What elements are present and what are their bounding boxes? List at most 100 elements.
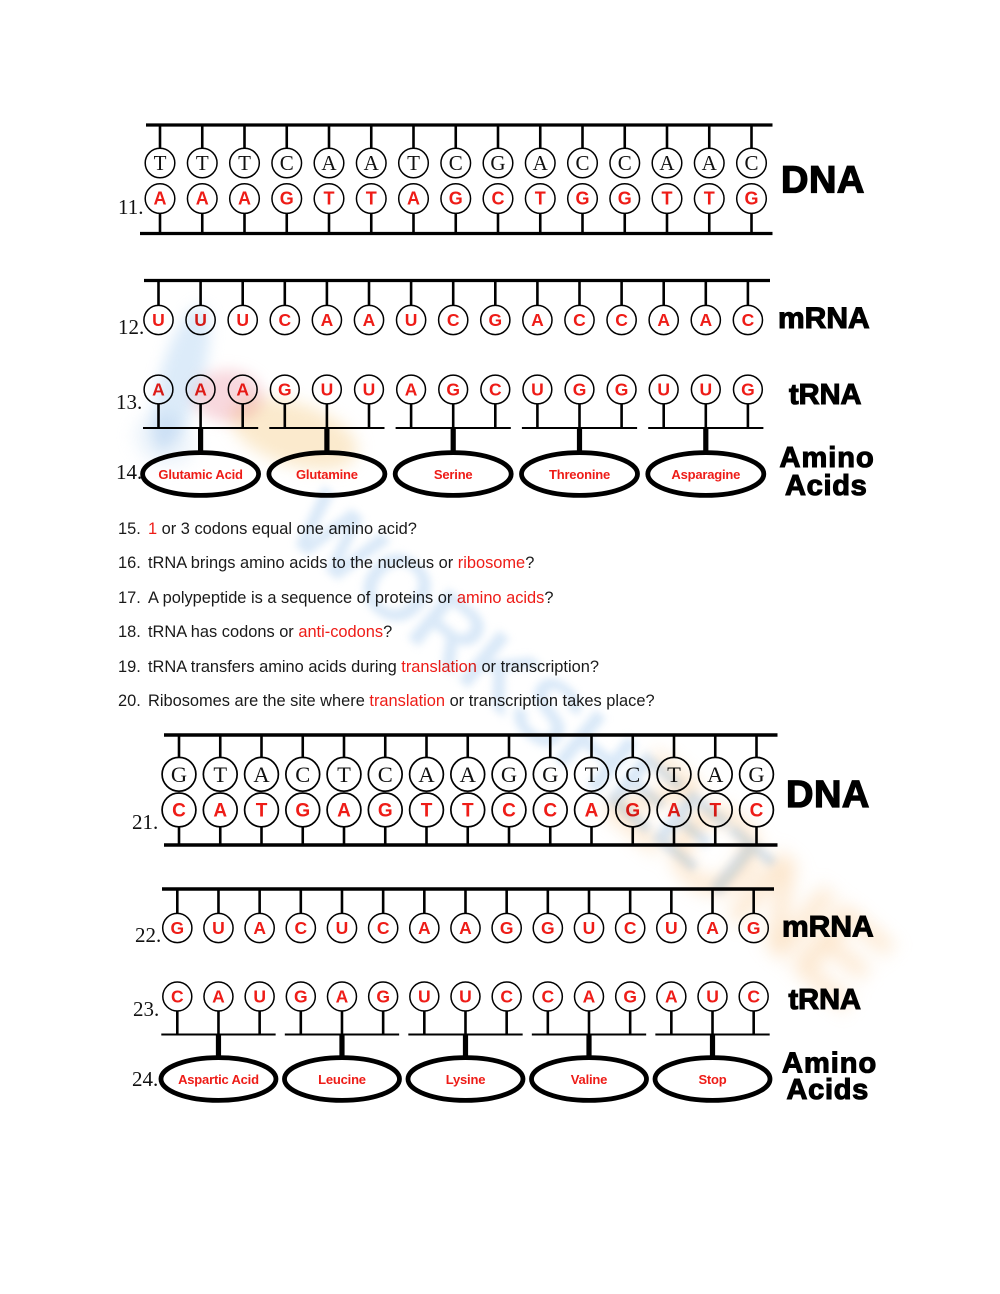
svg-text:A: A	[583, 987, 596, 1007]
svg-text:G: G	[741, 380, 755, 400]
svg-text:C: C	[625, 762, 640, 787]
svg-text:A: A	[585, 800, 599, 821]
svg-text:Threonine: Threonine	[549, 467, 610, 482]
svg-text:G: G	[541, 918, 555, 938]
svg-text:DNA: DNA	[786, 774, 870, 816]
svg-text:A: A	[407, 189, 420, 209]
svg-text:A: A	[321, 310, 334, 330]
svg-text:C: C	[575, 151, 589, 175]
svg-text:A: A	[533, 151, 549, 175]
svg-text:A: A	[699, 310, 712, 330]
svg-text:C: C	[500, 987, 513, 1007]
svg-text:11.: 11.	[118, 195, 143, 219]
svg-text:DNA: DNA	[781, 160, 865, 202]
svg-text:A: A	[659, 151, 675, 175]
svg-text:C: C	[747, 987, 760, 1007]
svg-text:A: A	[253, 918, 266, 938]
svg-text:C: C	[278, 310, 291, 330]
svg-text:C: C	[542, 987, 555, 1007]
svg-text:G: G	[501, 762, 517, 787]
svg-text:21.: 21.	[132, 810, 158, 834]
svg-text:T: T	[704, 189, 715, 209]
svg-text:14.: 14.	[116, 460, 142, 484]
svg-text:U: U	[706, 987, 719, 1007]
svg-text:C: C	[618, 151, 632, 175]
svg-text:G: G	[295, 800, 310, 821]
svg-text:tRNA: tRNA	[789, 984, 862, 1016]
svg-text:T: T	[585, 762, 599, 787]
svg-text:A: A	[154, 189, 167, 209]
svg-text:U: U	[236, 310, 249, 330]
svg-text:C: C	[744, 151, 758, 175]
svg-text:T: T	[154, 151, 167, 175]
svg-text:A: A	[236, 380, 249, 400]
svg-text:C: C	[624, 918, 637, 938]
svg-text:G: G	[278, 380, 292, 400]
svg-text:C: C	[492, 189, 505, 209]
svg-text:Amino: Amino	[780, 442, 875, 474]
svg-text:A: A	[459, 918, 472, 938]
svg-text:A: A	[706, 918, 719, 938]
svg-text:T: T	[462, 800, 474, 821]
svg-text:G: G	[573, 380, 587, 400]
svg-text:C: C	[378, 762, 393, 787]
svg-text:A: A	[196, 189, 209, 209]
svg-text:G: G	[446, 380, 460, 400]
svg-text:U: U	[418, 987, 431, 1007]
svg-text:Valine: Valine	[571, 1072, 607, 1087]
svg-text:U: U	[253, 987, 266, 1007]
svg-text:A: A	[321, 151, 337, 175]
svg-text:U: U	[405, 310, 418, 330]
svg-text:Amino: Amino	[782, 1048, 877, 1080]
svg-text:A: A	[707, 762, 724, 787]
svg-text:22.: 22.	[135, 923, 161, 947]
svg-text:C: C	[543, 800, 557, 821]
svg-text:mRNA: mRNA	[782, 911, 874, 944]
svg-text:T: T	[709, 800, 721, 821]
svg-text:G: G	[618, 189, 632, 209]
svg-text:T: T	[662, 189, 673, 209]
svg-text:A: A	[531, 310, 544, 330]
svg-text:Lysine: Lysine	[446, 1072, 486, 1087]
svg-text:A: A	[152, 380, 165, 400]
svg-text:C: C	[280, 151, 294, 175]
svg-text:A: A	[405, 380, 418, 400]
svg-text:24.: 24.	[132, 1067, 158, 1091]
svg-text:G: G	[376, 987, 390, 1007]
svg-text:A: A	[702, 151, 718, 175]
svg-text:A: A	[363, 310, 376, 330]
svg-text:Acids: Acids	[785, 470, 867, 502]
svg-text:C: C	[750, 800, 764, 821]
svg-text:T: T	[196, 151, 209, 175]
svg-text:Acids: Acids	[787, 1074, 869, 1106]
svg-text:G: G	[171, 762, 187, 787]
svg-text:C: C	[447, 310, 460, 330]
svg-text:U: U	[336, 918, 349, 938]
svg-text:G: G	[623, 987, 637, 1007]
svg-text:G: G	[280, 189, 294, 209]
svg-text:13.: 13.	[116, 390, 142, 414]
svg-text:G: G	[748, 762, 764, 787]
svg-text:T: T	[337, 762, 351, 787]
svg-text:A: A	[213, 800, 227, 821]
svg-text:Glutamine: Glutamine	[296, 467, 358, 482]
svg-text:12.: 12.	[118, 315, 144, 339]
svg-text:G: G	[747, 918, 761, 938]
svg-text:G: G	[490, 151, 505, 175]
svg-text:C: C	[449, 151, 463, 175]
svg-text:G: G	[744, 189, 758, 209]
svg-text:A: A	[665, 987, 678, 1007]
svg-text:T: T	[324, 189, 335, 209]
svg-text:C: C	[171, 987, 184, 1007]
svg-text:tRNA: tRNA	[789, 379, 862, 411]
svg-text:Glutamic Acid: Glutamic Acid	[158, 467, 243, 482]
svg-text:Aspartic Acid: Aspartic Acid	[178, 1072, 259, 1087]
svg-text:C: C	[295, 762, 310, 787]
svg-text:T: T	[238, 151, 251, 175]
svg-text:T: T	[213, 762, 227, 787]
svg-text:T: T	[366, 189, 377, 209]
svg-text:C: C	[742, 310, 755, 330]
svg-text:U: U	[583, 918, 596, 938]
svg-text:Leucine: Leucine	[318, 1072, 366, 1087]
svg-text:G: G	[500, 918, 514, 938]
